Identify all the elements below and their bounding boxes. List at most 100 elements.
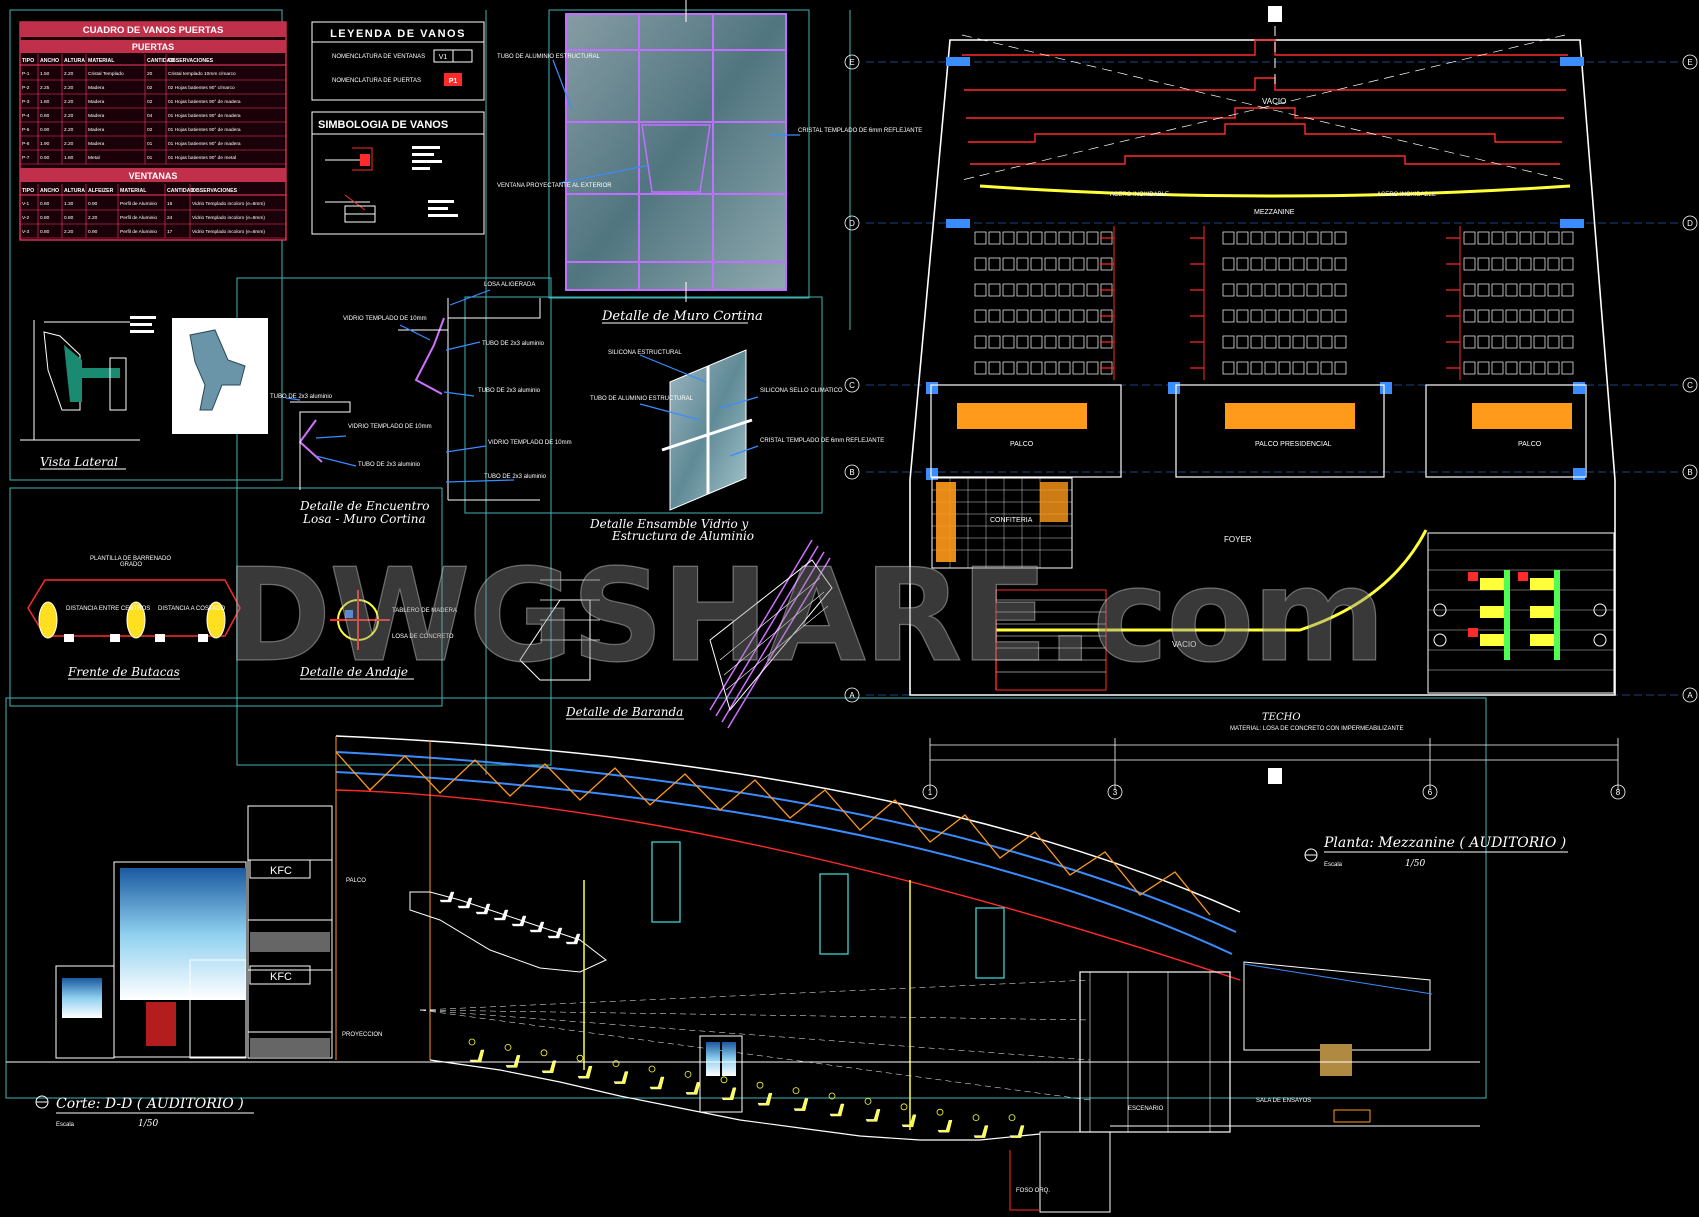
legend-box: LEYENDA DE VANOS NOMENCLATURA DE VENTANA… — [311, 21, 485, 101]
sj-note-tubo5: TUBO DE 2x3 aluminio — [358, 462, 421, 468]
plan-seat — [1030, 257, 1043, 271]
plan-seat — [1533, 335, 1546, 349]
plan-seat — [1030, 283, 1043, 297]
plan-seat — [1505, 309, 1518, 323]
plan-seat — [1292, 257, 1305, 271]
plan-seat — [1505, 257, 1518, 271]
plan-seat — [1002, 309, 1015, 323]
section-seat — [613, 1071, 629, 1084]
sj-note-tubo4: TUBO DE 2x3 aluminio — [270, 394, 333, 400]
doors-cell: 1.80 — [40, 99, 50, 105]
plan-seat — [1236, 257, 1249, 271]
section-seat — [901, 1114, 917, 1128]
plan-seat — [1320, 231, 1333, 245]
doors-cell: P-5 — [22, 127, 30, 133]
plan-seat — [1016, 361, 1029, 375]
sf-dist-centros: DISTANCIA ENTRE CENTROS — [66, 606, 150, 612]
grid-bubble — [1682, 215, 1698, 231]
grid-bubble — [844, 54, 860, 70]
windows-cell: 0.80 — [40, 229, 50, 235]
section-seat — [577, 1065, 593, 1079]
plan-acero-left: ACERO INOXIDABLE — [1110, 192, 1169, 198]
sj-note-losa: LOSA ALIGERADA — [484, 282, 535, 288]
doors-cell: Cristal templado 10mm c/marco — [168, 71, 236, 77]
plan-seat — [1533, 309, 1546, 323]
plan-seat — [988, 257, 1001, 271]
section-seats — [439, 891, 1025, 1138]
plan-seat — [1072, 283, 1085, 297]
windows-header-cell: ANCHO — [40, 188, 59, 194]
section-seat — [1009, 1125, 1025, 1138]
seat-oval — [126, 601, 146, 639]
plan-seat — [1505, 361, 1518, 375]
plan-seat — [1044, 283, 1057, 297]
doors-cell: 01 Hojas batientes 90° de madera — [168, 113, 241, 119]
doors-cell: 01 Hojas batientes 90° de metal — [168, 155, 236, 161]
plan-seat — [1058, 361, 1071, 375]
cw-note-glass: CRISTAL TEMPLADO DE 6mm REFLEJANTE — [798, 128, 922, 134]
ga-note-tubo: TUBO DE ALUMINIO ESTRUCTURAL — [590, 396, 694, 402]
section-proyeccion: PROYECCION — [342, 1032, 382, 1038]
plan-seat — [1044, 257, 1057, 271]
plan-seat — [1533, 231, 1546, 245]
plan-seat — [1002, 231, 1015, 245]
sj-note-tubo3: TUBO DE 2x3 aluminio — [484, 474, 547, 480]
plan-seat — [1477, 231, 1490, 245]
doors-header-cell: ANCHO — [40, 58, 59, 64]
glass-assembly-detail: SILICONA ESTRUCTURAL TUBO DE ALUMINIO ES… — [589, 349, 884, 543]
sj-note-vidrio2: VIDRIO TEMPLADO DE 10mm — [488, 440, 572, 446]
plan-seat — [1547, 361, 1560, 375]
section-seat — [937, 1119, 953, 1133]
plan-seat — [1561, 257, 1574, 271]
doors-cell: 01 — [147, 155, 153, 161]
plan-seat — [1250, 309, 1263, 323]
plan-seat — [1002, 257, 1015, 271]
doors-cell: 2.20 — [64, 99, 74, 105]
grid-bubble — [844, 377, 860, 393]
plan-seat — [1236, 309, 1249, 323]
plan-seat — [1491, 361, 1504, 375]
plan-seat — [1463, 257, 1476, 271]
plan-seat — [1086, 231, 1099, 245]
sj-note-tubo2: TUBO DE 2x3 aluminio — [478, 388, 541, 394]
grid-bubble — [1682, 687, 1698, 703]
glass-assembly-title-2: Estructura de Aluminio — [611, 529, 754, 543]
plan-mezzanine-label: MEZZANINE — [1254, 209, 1295, 216]
grid-row-label: B — [1687, 468, 1692, 477]
seat-marker — [972, 1114, 980, 1121]
plan-seat — [1519, 361, 1532, 375]
seating-blocks — [974, 226, 1574, 380]
balcony-seat — [493, 909, 509, 921]
plan-seat — [1058, 309, 1071, 323]
windows-cell: 0.80 — [40, 201, 50, 207]
plan-seat — [1306, 283, 1319, 297]
seat-marker — [828, 1092, 836, 1100]
plan-seat — [988, 309, 1001, 323]
section-seat — [973, 1125, 989, 1138]
windows-cell: Perfil de Aluminio — [120, 229, 157, 235]
curtain-wall-elevation: TUBO DE ALUMINIO ESTRUCTURAL CRISTAL TEM… — [497, 0, 922, 324]
plan-seat — [1561, 283, 1574, 297]
plan-seat — [1250, 335, 1263, 349]
plan-seat — [1334, 231, 1347, 245]
seat-marker — [936, 1108, 944, 1116]
plan-seat — [974, 335, 987, 349]
doors-cell: 2.20 — [64, 127, 74, 133]
section-sala: SALA DE ENSAYOS — [1256, 1098, 1311, 1104]
doors-cell: 1.90 — [40, 141, 50, 147]
grid-row-label: D — [849, 219, 855, 228]
plan-seat — [1236, 361, 1249, 375]
doors-cell: 2.25 — [40, 85, 50, 91]
plan-seat — [1264, 309, 1277, 323]
doors-cell: 02 Hojas batientes 90° c/marco — [168, 85, 235, 91]
plan-seat — [1320, 361, 1333, 375]
plan-seat — [1044, 309, 1057, 323]
plan-seat — [1072, 361, 1085, 375]
seat-marker — [792, 1087, 800, 1094]
plan-seat — [1250, 231, 1263, 245]
